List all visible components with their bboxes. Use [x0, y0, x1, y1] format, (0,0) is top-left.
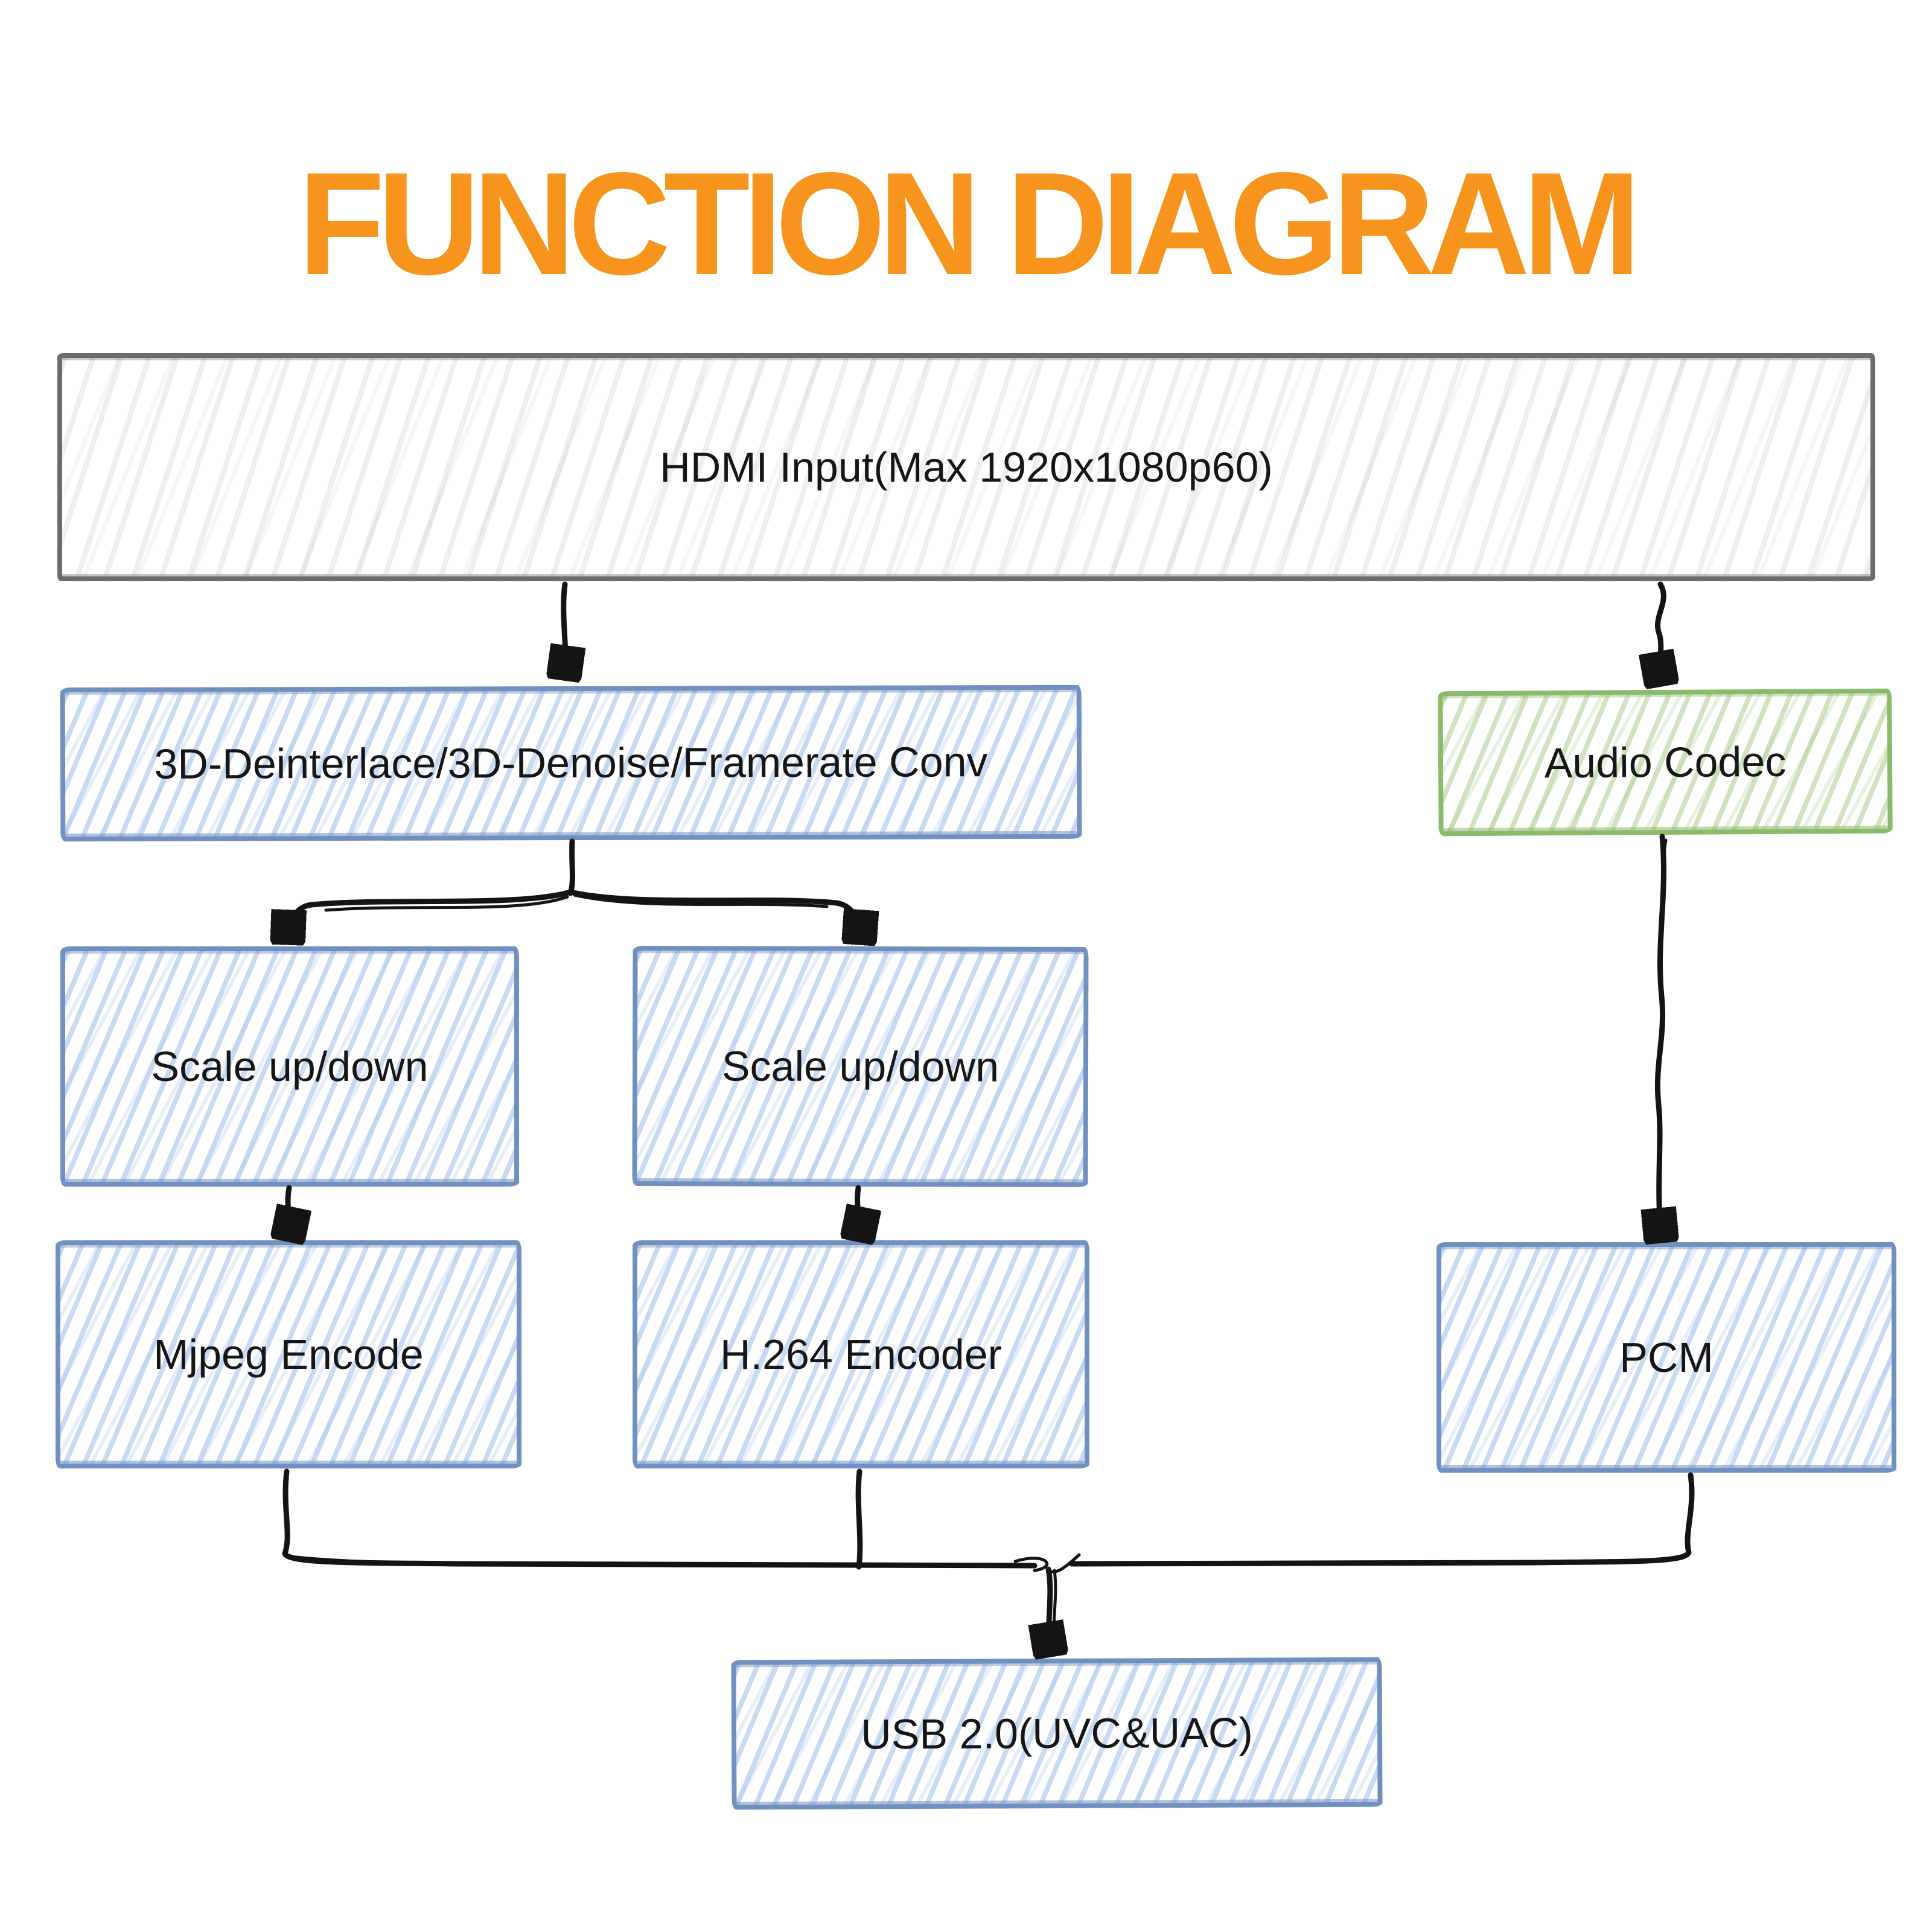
node-hdmi-input: HDMI Input(Max 1920x1080p60): [57, 353, 1875, 581]
edge-sketch-double-usb: [1052, 1569, 1057, 1645]
edge-sketch-double-audio: [1660, 838, 1668, 910]
node-audio-codec: Audio Codec: [1438, 688, 1893, 837]
node-h264-encoder: H.264 Encoder: [633, 1240, 1089, 1468]
edge-sketch-double-merge-left: [283, 1554, 811, 1567]
edge-sketch-double-right: [573, 893, 829, 908]
edge-sketch-knot: [1013, 1557, 1049, 1572]
node-scale-up-down-left: Scale up/down: [60, 946, 519, 1187]
edge-merge-usb: [1048, 1566, 1050, 1650]
edge-scaleright-h264: [858, 1185, 859, 1235]
edge-deinterlace-stem: [567, 838, 576, 896]
page-title: FUNCTION DIAGRAM: [298, 142, 1641, 305]
node-pcm: PCM: [1436, 1242, 1896, 1473]
node-label: USB 2.0(UVC&UAC): [861, 1709, 1253, 1758]
edge-hdmi-deinterlace: [564, 581, 566, 674]
edge-sketch-double-left: [324, 895, 569, 912]
edge-scaleleft-mjpeg: [288, 1185, 289, 1235]
node-label: Mjpeg Encode: [153, 1330, 424, 1378]
edge-hdmi-audio: [1658, 581, 1664, 680]
node-deinterlace-denoise-framerate: 3D-Deinterlace/3D-Denoise/Framerate Conv: [60, 684, 1082, 842]
edge-deinterlace-scale-right: [567, 889, 859, 938]
node-label: Scale up/down: [721, 1042, 999, 1091]
edge-audio-pcm: [1657, 834, 1663, 1236]
edge-sketch-hook-right: [1046, 1553, 1081, 1573]
node-label: H.264 Encoder: [720, 1330, 1002, 1378]
edge-pcm-merge: [1069, 1472, 1695, 1567]
node-usb-output: USB 2.0(UVC&UAC): [731, 1657, 1383, 1810]
edge-deinterlace-scale-left: [288, 889, 573, 938]
node-label: Audio Codec: [1544, 738, 1787, 786]
node-label: 3D-Deinterlace/3D-Denoise/Framerate Conv: [154, 738, 988, 788]
edge-mjpeg-merge: [282, 1468, 1038, 1569]
node-label: Scale up/down: [151, 1042, 429, 1090]
node-label: HDMI Input(Max 1920x1080p60): [660, 443, 1273, 491]
node-scale-up-down-right: Scale up/down: [632, 946, 1089, 1187]
node-label: PCM: [1619, 1333, 1714, 1381]
node-mjpeg-encode: Mjpeg Encode: [56, 1240, 521, 1468]
edge-h264-merge: [855, 1468, 863, 1570]
